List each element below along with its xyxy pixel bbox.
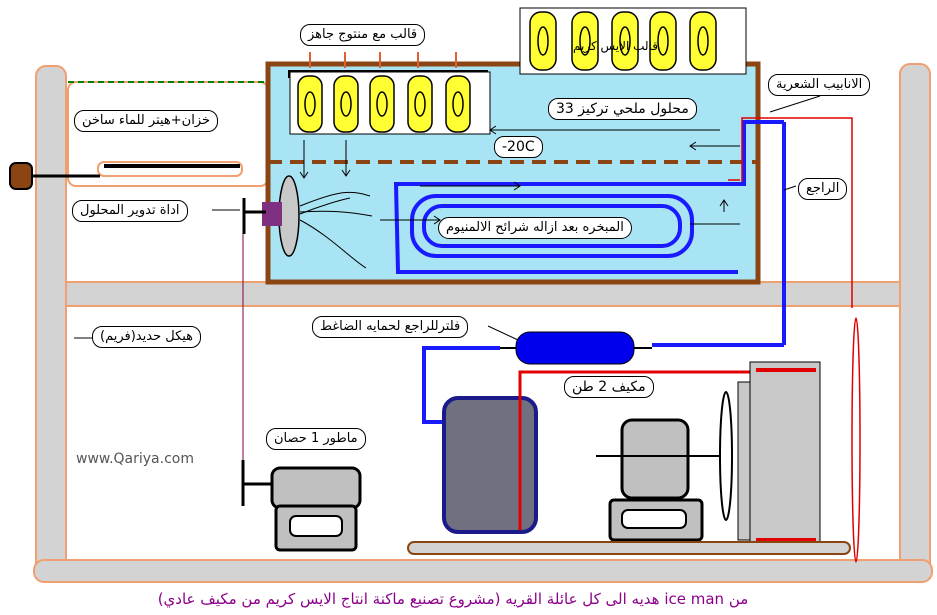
mold-with-product [288, 52, 491, 135]
ice-cream-mold [519, 7, 747, 75]
label-return-line: الراجع [798, 178, 848, 200]
ac-fan-motor [596, 391, 733, 542]
iron-frame [33, 63, 933, 583]
label-evaporator: المبخره بعد ازاله شرائح الالمنيوم [438, 217, 632, 239]
caption: من ice man هديه الى كل عائلة القريه (مشر… [157, 590, 749, 608]
label-filter: فلترللراجع لحمايه الضاغط [312, 316, 469, 338]
base-plate [407, 541, 851, 555]
label-mold-with-product: قالب مع منتوج جاهز [300, 24, 426, 46]
label-ice-cream-mold: قالب الايس كريم [573, 39, 658, 53]
label-circulation-tool: اداة تدوير المحلول [72, 200, 188, 222]
label-motor: ماطور 1 حصان [266, 428, 366, 450]
website-link[interactable]: www.Qariya.com [76, 451, 194, 467]
refrigerant-lines [422, 343, 784, 424]
flow-arrows [299, 125, 740, 269]
label-temperature: -20C [494, 136, 543, 158]
label-capillary-tubes: الانابيب الشعرية [768, 74, 871, 96]
filter [500, 331, 652, 365]
condenser [737, 317, 861, 563]
leader-lines [74, 95, 821, 341]
label-ac-unit: مكيف 2 طن [564, 376, 654, 398]
motor [241, 460, 362, 552]
compressor [442, 370, 760, 534]
hot-water-tank [9, 81, 269, 190]
label-tank-heater: خزان+هيتر للماء ساخن [74, 110, 219, 132]
circulation-propeller [242, 175, 300, 460]
label-brine-solution: محلول ملحي تركيز 33 [548, 98, 697, 120]
label-iron-frame: هيكل حديد(فريم) [92, 326, 202, 348]
capillary-tubes [728, 117, 853, 308]
evaporator-coil [393, 120, 786, 345]
